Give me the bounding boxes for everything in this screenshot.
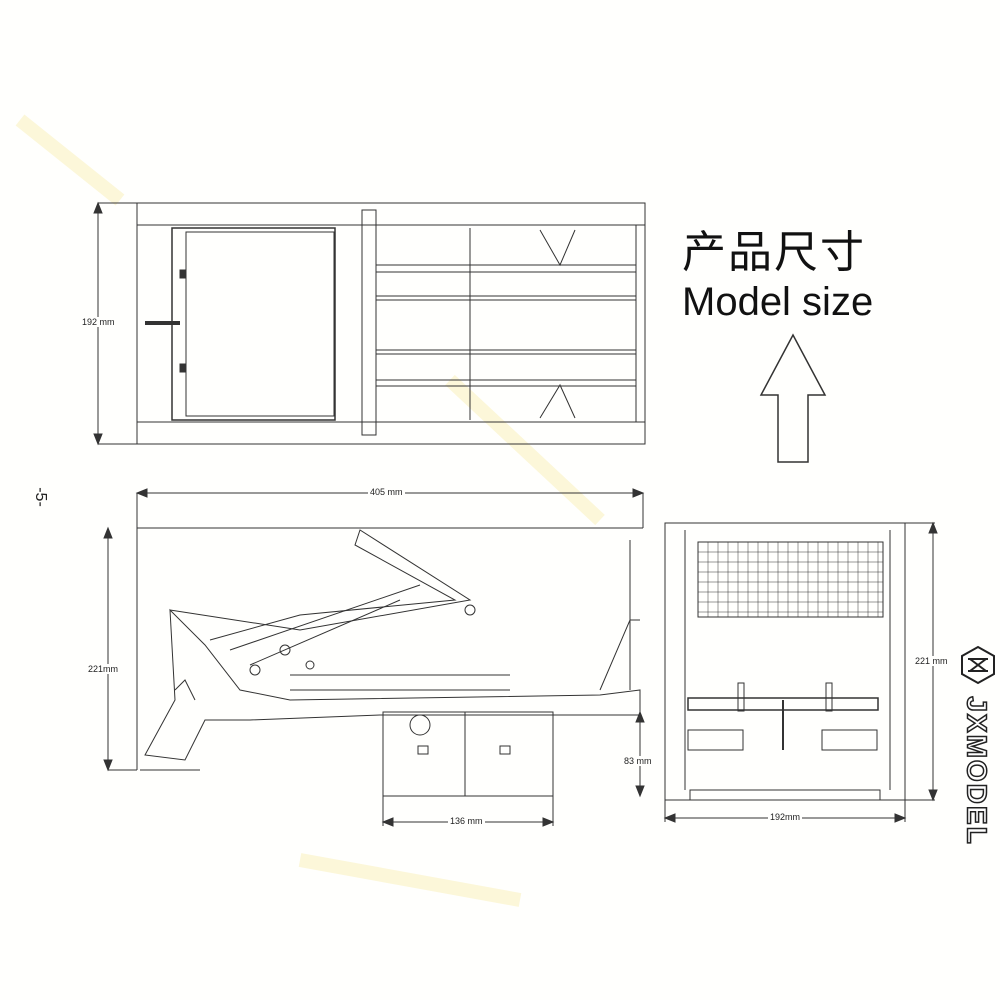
side-view-length-label: 405 mm bbox=[368, 487, 405, 497]
side-view-dimensions bbox=[103, 488, 645, 827]
watermark bbox=[15, 114, 605, 907]
title-chinese: 产品尺寸 bbox=[682, 227, 866, 278]
top-view-drawing bbox=[136, 202, 646, 445]
up-arrow bbox=[759, 333, 827, 463]
rear-view-width-label: 192mm bbox=[768, 812, 803, 822]
side-view-drawing bbox=[140, 529, 641, 797]
rear-view-height-label: 221 mm bbox=[913, 656, 950, 666]
jxmodel-logo: JXMODEL bbox=[958, 645, 998, 846]
page-number: -5- bbox=[31, 487, 49, 507]
side-view-height-label: 221mm bbox=[86, 664, 121, 674]
top-view-width-label: 192 mm bbox=[80, 317, 117, 327]
rear-view-drawing bbox=[664, 522, 906, 801]
hexagon-logo-icon bbox=[961, 645, 995, 685]
box-length-label: 136 mm bbox=[448, 816, 485, 826]
logo-text: JXMODEL bbox=[961, 696, 994, 847]
box-height-label: 83 mm bbox=[622, 756, 654, 766]
rear-view-dimensions bbox=[663, 521, 938, 823]
title-english: Model size bbox=[682, 280, 874, 324]
